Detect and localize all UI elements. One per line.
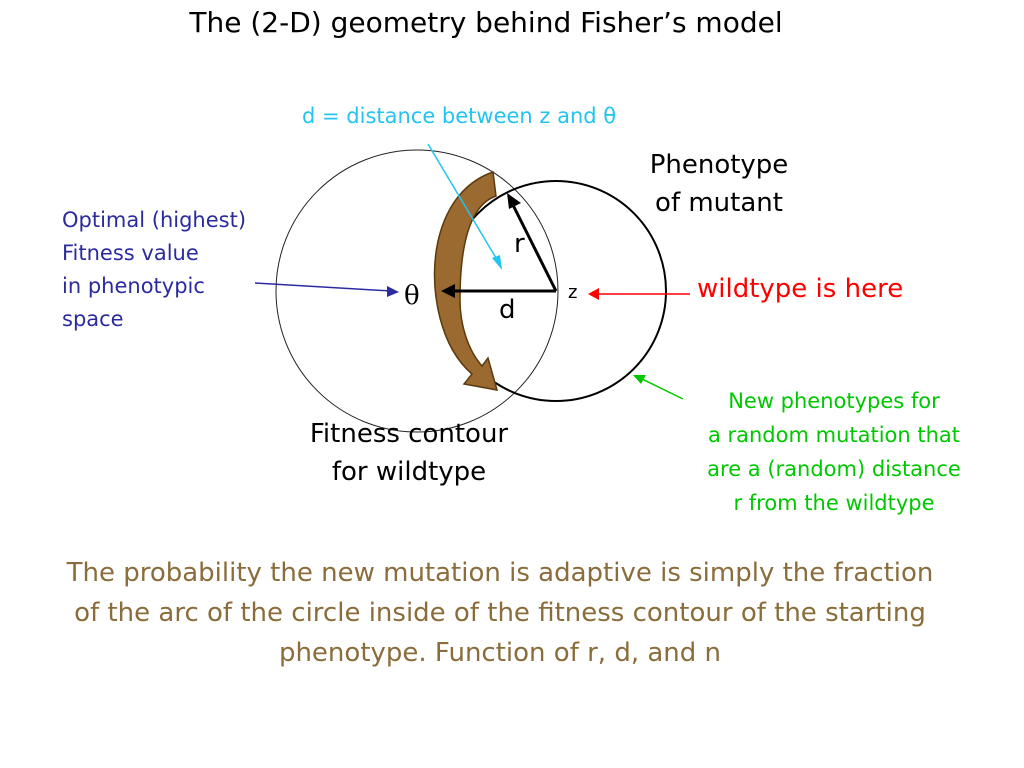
contour-label-line: for wildtype bbox=[331, 457, 487, 487]
mutant-label-line: Phenotype bbox=[649, 150, 789, 180]
d-pointer-arrowhead-icon bbox=[492, 255, 502, 270]
fitness-contour-label: Fitness contour for wildtype bbox=[268, 415, 550, 491]
d-arrowhead-icon bbox=[441, 284, 455, 298]
optimal-pointer bbox=[254, 282, 392, 292]
z-symbol: z bbox=[568, 282, 577, 303]
optimal-label-line: Fitness value bbox=[62, 241, 199, 265]
d-symbol: d bbox=[499, 295, 516, 325]
optimal-label-line: in phenotypic bbox=[62, 274, 205, 298]
mutant-label-line: of mutant bbox=[655, 188, 783, 218]
new-phenotypes-label: New phenotypes for a random mutation tha… bbox=[664, 384, 1004, 520]
theta-symbol: θ bbox=[404, 281, 420, 311]
contour-label-line: Fitness contour bbox=[309, 419, 509, 449]
new-phenotypes-line: r from the wildtype bbox=[733, 491, 935, 515]
slide-title: The (2-D) geometry behind Fisher’s model bbox=[189, 6, 783, 39]
new-phenotypes-pointer bbox=[639, 377, 684, 400]
wildtype-label: wildtype is here bbox=[697, 274, 904, 304]
wildtype-pointer-arrowhead-icon bbox=[588, 288, 599, 300]
optimal-pointer-arrowhead-icon bbox=[387, 286, 399, 297]
d-definition-label: d = distance between z and θ bbox=[302, 104, 617, 128]
new-phenotypes-line: a random mutation that bbox=[707, 423, 961, 447]
curved-arrow-icon bbox=[433, 170, 499, 391]
new-phenotypes-line: are a (random) distance bbox=[707, 457, 961, 481]
probability-explanation: The probability the new mutation is adap… bbox=[66, 558, 934, 668]
new-phenotypes-arrowhead-icon bbox=[633, 375, 646, 384]
r-vector-line bbox=[510, 202, 558, 292]
mutant-phenotype-label: Phenotype of mutant bbox=[612, 146, 826, 222]
optimal-label-line: space bbox=[62, 307, 124, 331]
r-arrowhead-icon bbox=[507, 193, 521, 209]
r-symbol: r bbox=[514, 229, 525, 259]
d-definition-pointer bbox=[427, 143, 500, 264]
optimal-fitness-label: Optimal (highest) Fitness value in pheno… bbox=[62, 204, 302, 336]
fitness-contour-circle bbox=[275, 149, 559, 433]
optimal-label-line: Optimal (highest) bbox=[62, 208, 247, 232]
new-phenotypes-line: New phenotypes for bbox=[728, 389, 940, 413]
